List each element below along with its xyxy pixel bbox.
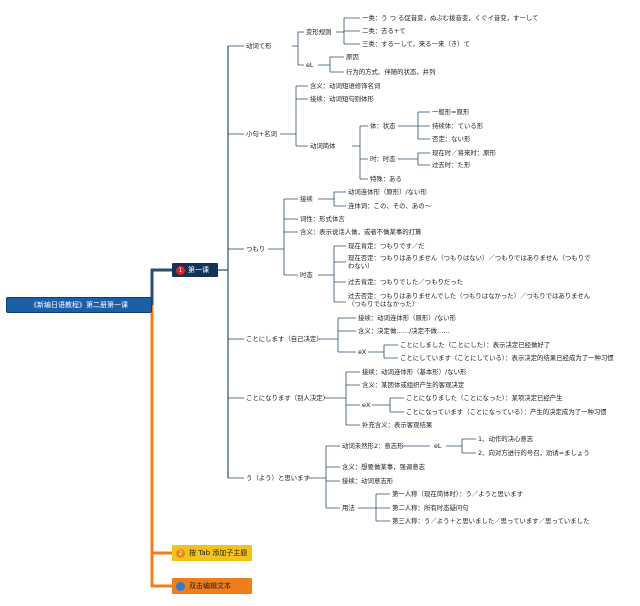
b6-usage-c[interactable]: 第三人称：う／よう＋と思いました／思っています／思っていました: [392, 517, 590, 525]
b2-ji[interactable]: 时：时态: [370, 155, 396, 163]
b4-ex-lines: [368, 344, 398, 359]
b5-ex-lines: [372, 397, 404, 413]
b6-ishi-el-lines: [402, 438, 476, 454]
b3-pos[interactable]: 词性：形式体言: [300, 215, 345, 223]
b6-conn[interactable]: 接续：动词意志形: [342, 477, 394, 485]
blue-dot-icon: [176, 581, 185, 591]
b3-topic[interactable]: つもり: [246, 245, 266, 253]
b6-meaning[interactable]: 含义：想要做某事，强调意志: [342, 463, 426, 471]
b3-tense[interactable]: 时态: [300, 271, 313, 279]
b3-tense-b[interactable]: 现在否定：つもりはありません（つもりはない）／つもりではありません（つもりでわな…: [348, 254, 591, 270]
tip-line: [150, 305, 172, 588]
b2-ta-c[interactable]: 否定：ない形: [432, 135, 471, 143]
b1-lines: [292, 31, 304, 66]
b1-henkei[interactable]: 变形规则: [306, 28, 332, 36]
b5-ex[interactable]: eX: [362, 401, 371, 409]
b2-ta[interactable]: 体：状态: [370, 122, 396, 130]
b4-conn[interactable]: 接续：动词连体形（原形）/ない形: [358, 314, 457, 322]
b5-topic[interactable]: ことになります（别人决定）: [246, 394, 330, 402]
b1-el-lines: [318, 56, 344, 73]
b2-setsuzoku[interactable]: 接续：动词短句则体形: [310, 95, 374, 103]
b6-ishi-el-a[interactable]: 1、动作的决心意志: [478, 435, 534, 443]
priority-badge-1: 1: [176, 265, 185, 275]
b5-extra[interactable]: 补充含义：表示客观结果: [362, 421, 433, 429]
b6-ishi-el[interactable]: eL: [434, 442, 442, 450]
b4-ex[interactable]: eX: [358, 348, 367, 356]
b4-ex-b[interactable]: ことにしています（ことにしている）：表示决定的结果已经成为了一种习惯: [400, 354, 614, 362]
b5-ex-a[interactable]: ことになりました（ことになった）：某项决定已经产生: [406, 394, 563, 402]
b1-henkei-r1[interactable]: 一类：う つ る促音变，ぬぶむ拨音变，くぐイ音变，すーして: [362, 14, 539, 22]
b4-ex-a[interactable]: ことにしました（ことにした）：表示决定已经做好了: [400, 341, 551, 349]
b3-tense-c[interactable]: 过去肯定：つもりでした／つもりだった: [348, 278, 464, 286]
edit-text-label: 双击编辑文本: [189, 582, 231, 590]
root-topic[interactable]: 《新编日语教程》第二册第一课: [6, 297, 152, 313]
b6-usage[interactable]: 用法: [342, 504, 355, 512]
b6-usage-b[interactable]: 第二人称：所有时态疑问句: [392, 504, 469, 512]
b5-ex-b[interactable]: ことになっています（ことになっている）：产生的决定成为了一种习惯: [406, 408, 607, 416]
b1-henkei-r3[interactable]: 三类：するーして，来るー来（き）て: [362, 40, 470, 48]
b1-henkei-lines: [336, 17, 360, 45]
b6-usage-lines: [358, 493, 390, 522]
b2-ji-b[interactable]: 过去时：た形: [432, 161, 471, 169]
b3-conn-lines: [318, 191, 346, 207]
b4-meaning[interactable]: 含义：决定做……/决定不做……: [358, 327, 450, 335]
b1-henkei-r2[interactable]: 二类：去る+て: [362, 27, 406, 35]
b1-topic[interactable]: 动词て形: [246, 42, 272, 50]
b1-el[interactable]: eL: [306, 61, 314, 69]
b2-meaning[interactable]: 含义：动词短语修饰名词: [310, 82, 381, 90]
main-topic[interactable]: 1 第一课: [172, 263, 218, 277]
b2-special[interactable]: 特殊：ある: [370, 175, 402, 183]
add-subtopic-tip[interactable]: 2 按 Tab 添加子主题: [172, 545, 252, 561]
add-subtopic-label: 按 Tab 添加子主题: [189, 549, 248, 557]
b6-topic[interactable]: う（よう）と思います: [246, 474, 310, 482]
b2-ta-a[interactable]: 一般形=原形: [432, 108, 470, 116]
b2-ji-lines: [398, 152, 430, 166]
b2-tai[interactable]: 动词简体: [310, 142, 336, 150]
b6-ishi[interactable]: 动词未然形2：意志形: [342, 442, 404, 450]
edit-text-tip[interactable]: 双击编辑文本: [172, 578, 252, 594]
b3-conn-b[interactable]: 连体词：この、その、あの〜: [348, 202, 432, 210]
b2-lines: [280, 85, 308, 147]
b3-tense-lines: [318, 245, 346, 303]
b5-meaning[interactable]: 含义：某团体或组织产生的客观决定: [362, 381, 465, 389]
b2-ta-b[interactable]: 持续体：ている形: [432, 122, 484, 130]
root-to-main-line: [150, 268, 172, 305]
b3-lines: [268, 198, 298, 276]
b3-tense-d[interactable]: 过去否定：つもりはありませんでした（つもりはなかった）／つもりではありません（つ…: [348, 292, 591, 308]
b3-tense-a[interactable]: 现在肯定：つもりです／だ: [348, 242, 425, 250]
b2-ji-a[interactable]: 现在时／将来时：原形: [432, 149, 496, 157]
main-spine-line: [218, 46, 229, 478]
b4-lines: [318, 317, 356, 353]
priority-badge-2: 2: [176, 548, 185, 558]
b5-lines: [324, 371, 360, 426]
b3-conn-a[interactable]: 动词连体形（原形）/ない形: [348, 188, 427, 196]
b5-conn[interactable]: 接续：动词连体形（基本形）/ない形: [362, 368, 467, 376]
b3-conn[interactable]: 接续: [300, 195, 313, 203]
b2-tai-lines: [352, 125, 368, 180]
b6-ishi-el-b[interactable]: 2、向对方进行的号召，劝诱=ましょう: [478, 449, 590, 457]
b3-meaning[interactable]: 含义：表示说话人做，或者不做某事的打算: [300, 228, 422, 236]
main-topic-label: 第一课: [188, 266, 209, 274]
b1-el-a[interactable]: 原因: [346, 53, 359, 61]
b6-lines: [308, 445, 340, 509]
b1-el-b[interactable]: 行为的方式、伴随的状态，并列: [346, 68, 436, 76]
b2-ta-lines: [398, 111, 430, 140]
b4-topic[interactable]: ことにします（自己决定）: [246, 335, 323, 343]
b2-topic[interactable]: 小句+名词: [246, 130, 277, 138]
b6-usage-a[interactable]: 第一人称（现在简体时）：う／ようと思います: [392, 490, 524, 498]
